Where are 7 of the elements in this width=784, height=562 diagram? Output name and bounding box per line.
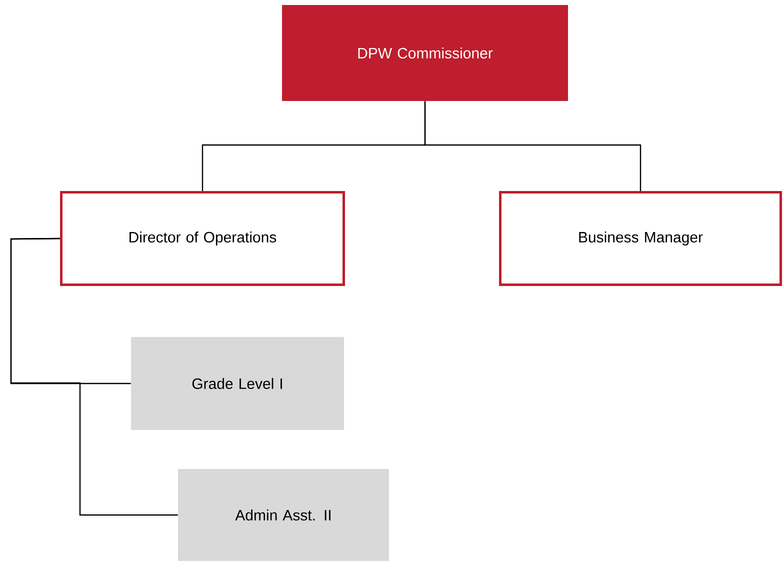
staff-box: Admin Asst. II: [178, 469, 389, 561]
role-box: Business Manager: [499, 191, 782, 286]
staff-box: Grade Level I: [131, 337, 344, 430]
connector-line: [10, 238, 178, 516]
title-box: DPW Commissioner: [282, 5, 568, 101]
connector-line: [424, 101, 642, 191]
role-box: Director of Operations: [60, 191, 345, 286]
